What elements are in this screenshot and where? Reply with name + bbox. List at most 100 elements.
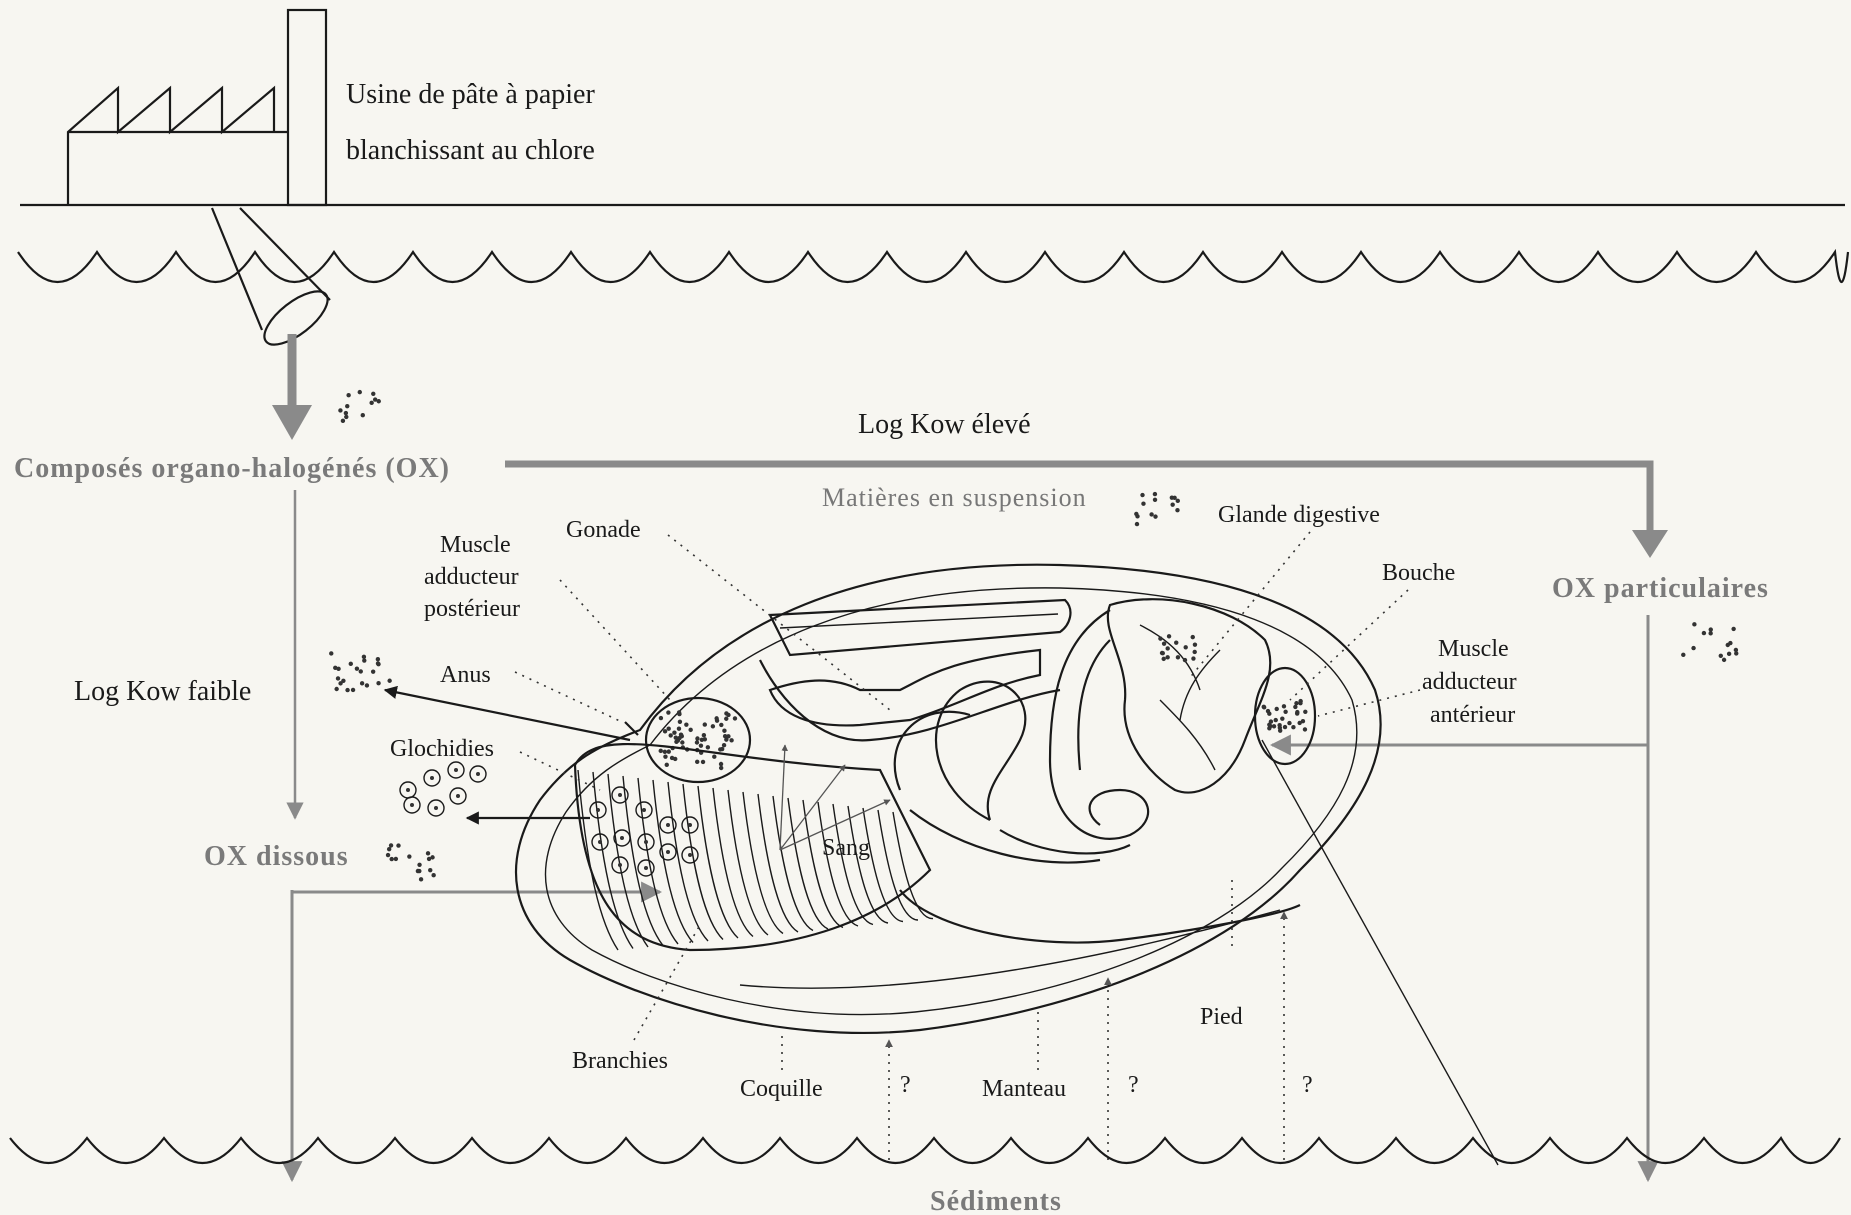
particle-dot [1702,631,1706,635]
glochidium-center [620,836,624,840]
particle-dot [428,868,432,872]
particle-dot [1183,658,1187,662]
particle-dot [1193,642,1197,646]
particle-dot [1267,712,1271,716]
particle-dot [678,720,682,724]
digestive-gland-label: Glande digestive [1218,502,1380,528]
particle-dot [355,666,359,670]
gills [575,744,933,950]
particle-dot [407,854,411,858]
particle-dot [1274,718,1278,722]
glochidium-center [430,776,434,780]
particle-dot [430,855,434,859]
particle-dot [417,863,421,867]
gill-filament [803,800,843,928]
particle-dot [1297,721,1301,725]
particle-dot [719,762,723,766]
particle-dot [677,726,681,730]
particle-dot [724,737,728,741]
mantle-outline [740,910,1280,988]
particle-dot [1184,645,1188,649]
particle-dot [1165,655,1169,659]
particle-dot [349,662,353,666]
gill-filament [863,808,903,922]
particle-dot [712,754,716,758]
particle-dot [1160,651,1164,655]
particle-dot [1165,646,1169,650]
particle-dot [1293,705,1297,709]
particle-dot [1278,726,1282,730]
particle-dot [676,738,680,742]
particle-dot [334,687,338,691]
particle-dot [699,743,703,747]
particle-cluster-icon [338,390,381,423]
glochidium-center [642,808,646,812]
particle-cluster-icon [386,843,436,881]
particle-dot [663,750,667,754]
particle-dot [1708,631,1712,635]
particle-dot [673,757,677,761]
gill-filament [713,788,753,937]
particle-dot [1298,701,1302,705]
question-mark-1: ? [900,1072,911,1098]
glochidium-center [410,803,414,807]
glochidium-center [666,850,670,854]
mantle-label: Manteau [982,1076,1066,1102]
particle-dot [333,666,337,670]
particle-dot [338,681,342,685]
particle-dot [1172,496,1176,500]
gill-filament [833,804,873,925]
particle-dot [1174,640,1178,644]
particle-dot [665,763,669,767]
glochidium-center [644,866,648,870]
particle-dot [1734,651,1738,655]
particle-dot [338,408,342,412]
gill-filament [638,778,678,944]
gill-filament [683,784,723,940]
particle-dot [706,745,710,749]
compounds-label: Composés organo-halogénés (OX) [14,453,450,484]
particle-dot [386,853,390,857]
particle-dot [1193,650,1197,654]
particle-dot [336,676,340,680]
particle-dot [341,419,345,423]
glochidium-center [644,840,648,844]
particle-dot [701,760,705,764]
glochidium-center [596,808,600,812]
log-kow-high-label: Log Kow élevé [858,409,1031,440]
anterior-muscle-label-1: Muscle [1438,636,1509,662]
particle-dot [659,716,663,720]
particle-dot [714,716,718,720]
particle-dot [1149,512,1153,516]
mussel [516,565,1381,1033]
particle-dot [387,679,391,683]
suspended-matter-label: Matières en suspension [822,483,1087,512]
particle-dot [1162,657,1166,661]
particle-dot [359,669,363,673]
particle-dot [1153,498,1157,502]
glochidium-center [666,823,670,827]
gill-filament [668,782,708,941]
particle-dot [416,869,420,873]
ox-particulate-label: OX particulaires [1552,573,1769,604]
anus-label: Anus [440,662,491,688]
particle-dot [659,749,663,753]
particle-dot [700,738,704,742]
gill-filament [758,794,798,932]
particle-cluster-icon [329,651,392,692]
particle-dot [345,688,349,692]
particle-dot [720,747,724,751]
particle-dot [371,392,375,396]
anterior-adductor-muscle [1255,668,1315,764]
glochidia-label: Glochidies [390,736,494,762]
particle-dot [431,873,435,877]
glochidium-center [454,768,458,772]
particle-dot [360,681,364,685]
particle-dot [419,877,423,881]
ox-dissolved-label: OX dissous [204,841,349,872]
particle-dot [688,728,692,732]
particle-dot [1175,508,1179,512]
particle-dot [1267,726,1271,730]
gills-outline [575,744,930,950]
